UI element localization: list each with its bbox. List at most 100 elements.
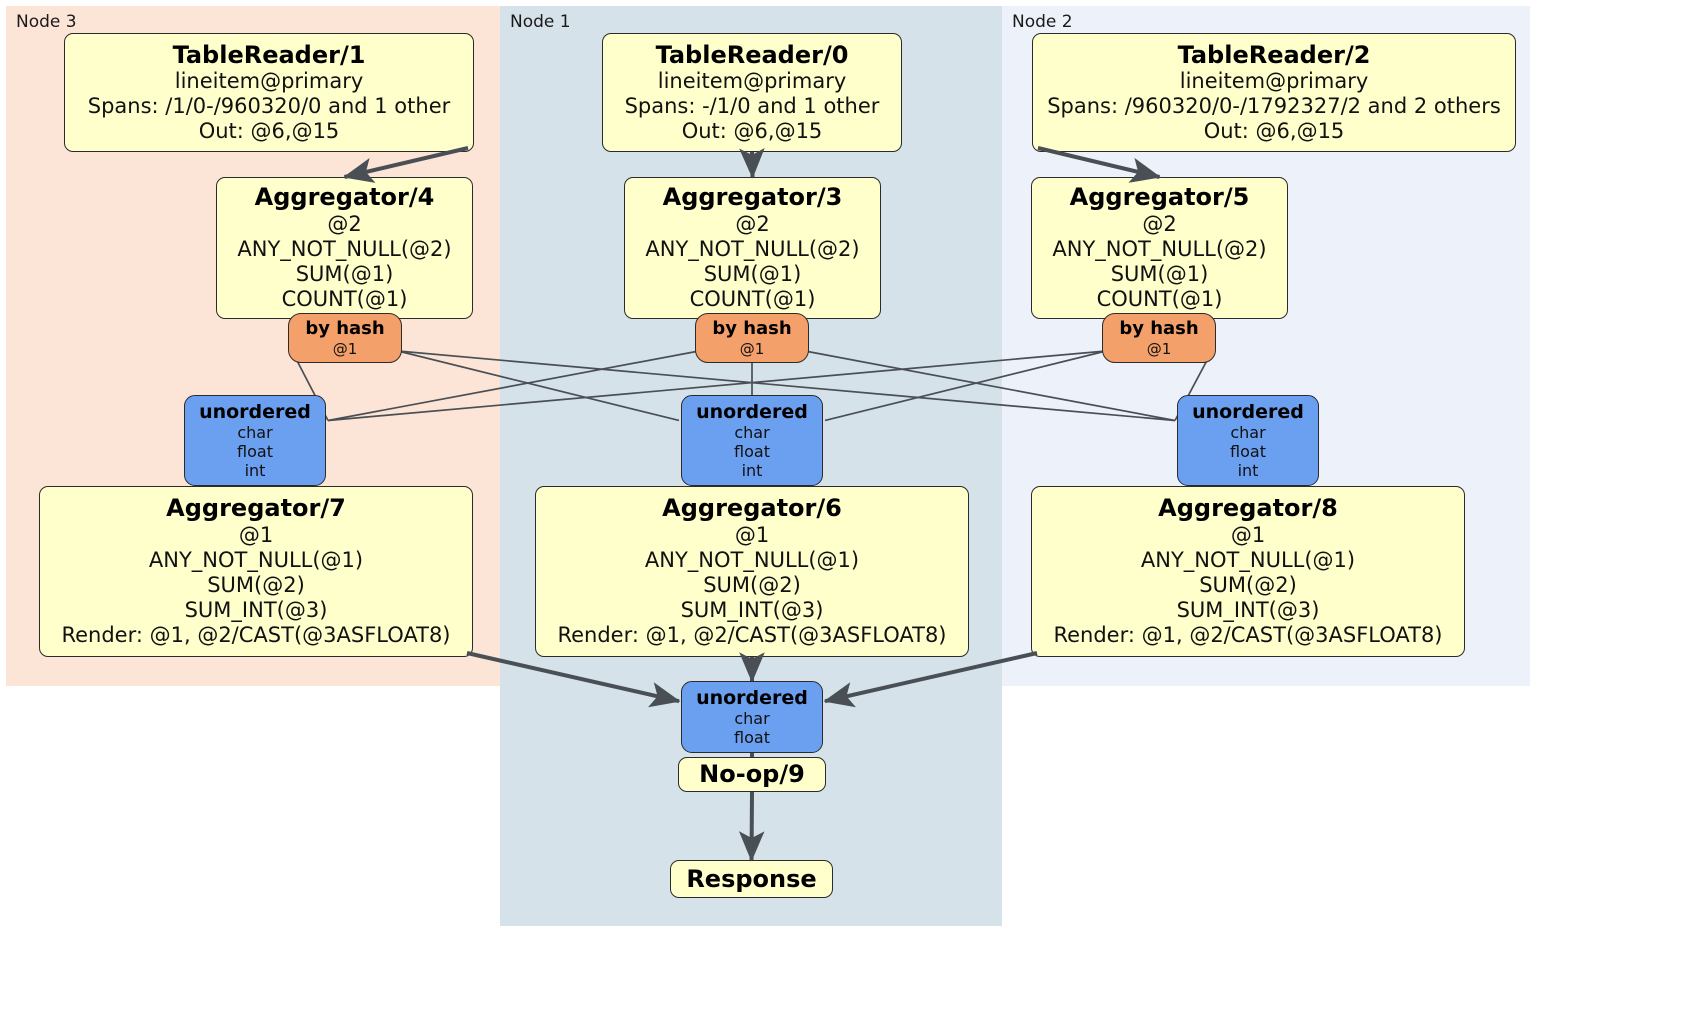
node-panel-label: Node 1 <box>510 12 571 32</box>
plan-node-detail: @1 <box>739 339 765 358</box>
plan-node-detail: float <box>734 728 770 748</box>
plan-node-detail: @1 <box>238 522 274 547</box>
plan-node-detail: Out: @6,@15 <box>1203 119 1345 144</box>
plan-node-detail: float <box>1230 442 1266 462</box>
plan-node-detail: ANY_NOT_NULL(@1) <box>148 547 364 572</box>
plan-node-detail: Render: @1, @2/CAST(@3ASFLOAT8) <box>61 623 451 648</box>
plan-node-detail: @2 <box>735 211 770 236</box>
plan-node-detail: lineitem@primary <box>1179 68 1369 93</box>
plan-node-detail: SUM(@1) <box>295 262 394 287</box>
plan-node-detail: SUM(@1) <box>703 262 802 287</box>
plan-node-detail: float <box>734 442 770 462</box>
plan-node-detail: SUM(@2) <box>1199 573 1297 598</box>
plan-node-detail: SUM_INT(@3) <box>184 598 328 623</box>
edge-hash3-to-un7 <box>327 350 700 422</box>
plan-node-detail: ANY_NOT_NULL(@1) <box>1140 547 1356 572</box>
plan-node-detail: char <box>1230 422 1266 442</box>
plan-node-detail: @2 <box>327 211 362 236</box>
plan-node-detail: SUM(@2) <box>703 573 801 598</box>
edge-agg7-to-unfinal <box>466 651 681 708</box>
plan-node-title: TableReader/1 <box>172 40 366 69</box>
node-panel-label: Node 3 <box>16 12 77 32</box>
plan-node-detail: SUM_INT(@3) <box>680 598 824 623</box>
plan-node-detail: ANY_NOT_NULL(@2) <box>237 236 452 261</box>
plan-node-hash4[interactable]: by hash@1 <box>288 313 402 363</box>
plan-node-detail: char <box>734 422 770 442</box>
plan-node-title: Aggregator/7 <box>166 494 346 523</box>
plan-node-detail: Out: @6,@15 <box>198 119 340 144</box>
plan-node-title: Aggregator/4 <box>254 183 435 212</box>
plan-node-detail: Render: @1, @2/CAST(@3ASFLOAT8) <box>557 623 947 648</box>
plan-node-title: Aggregator/8 <box>1158 494 1338 523</box>
edge-noop9-to-response <box>738 791 765 862</box>
plan-node-title: Aggregator/3 <box>662 183 843 212</box>
edge-agg8-to-unfinal <box>823 651 1038 708</box>
plan-node-detail: @1 <box>734 522 770 547</box>
edge-tr1-to-agg4 <box>342 146 469 183</box>
plan-node-detail: @1 <box>332 339 358 358</box>
plan-node-detail: char <box>734 709 770 729</box>
plan-node-detail: Spans: /960320/0-/1792327/2 and 2 others <box>1047 94 1501 119</box>
plan-node-hash3[interactable]: by hash@1 <box>695 313 809 363</box>
plan-node-detail: ANY_NOT_NULL(@1) <box>644 547 860 572</box>
edge-tr2-to-agg5 <box>1037 146 1162 183</box>
plan-node-detail: lineitem@primary <box>657 68 847 93</box>
plan-node-detail: Render: @1, @2/CAST(@3ASFLOAT8) <box>1053 623 1443 648</box>
plan-node-detail: Spans: /1/0-/960320/0 and 1 other <box>87 94 451 119</box>
plan-node-title: Aggregator/6 <box>662 494 842 523</box>
plan-node-title: unordered <box>696 686 808 709</box>
plan-node-detail: int <box>244 461 266 481</box>
plan-node-title: by hash <box>1119 318 1199 340</box>
plan-node-detail: SUM(@1) <box>1110 262 1209 287</box>
plan-node-detail: int <box>1237 461 1259 481</box>
edge-hash4-to-un6 <box>397 350 680 422</box>
plan-node-title: unordered <box>696 400 808 423</box>
edge-hash3-to-un8 <box>804 350 1176 422</box>
plan-node-title: TableReader/2 <box>1177 40 1371 69</box>
plan-node-detail: int <box>741 461 763 481</box>
plan-node-detail: COUNT(@1) <box>1096 287 1223 312</box>
edge-hash5-to-un7 <box>327 350 1107 422</box>
plan-node-detail: Spans: -/1/0 and 1 other <box>624 94 880 119</box>
plan-node-response[interactable]: Response <box>670 860 833 898</box>
plan-node-detail: float <box>237 442 273 462</box>
plan-node-detail: ANY_NOT_NULL(@2) <box>1052 236 1267 261</box>
plan-node-noop9[interactable]: No-op/9 <box>678 757 826 792</box>
plan-node-detail: char <box>237 422 273 442</box>
plan-node-detail: @1 <box>1230 522 1266 547</box>
plan-node-detail: SUM_INT(@3) <box>1176 598 1320 623</box>
plan-node-hash5[interactable]: by hash@1 <box>1102 313 1216 363</box>
edge-hash4-to-un8 <box>397 350 1176 422</box>
plan-node-title: Aggregator/5 <box>1069 183 1250 212</box>
plan-node-detail: ANY_NOT_NULL(@2) <box>645 236 860 261</box>
plan-node-detail: @1 <box>1146 339 1172 358</box>
plan-node-title: Response <box>686 864 817 893</box>
plan-node-detail: @2 <box>1142 211 1177 236</box>
plan-node-title: TableReader/0 <box>655 40 849 69</box>
plan-node-detail: COUNT(@1) <box>281 287 408 312</box>
plan-node-title: unordered <box>1192 400 1304 423</box>
edge-hash5-to-un6 <box>824 350 1107 422</box>
plan-node-detail: SUM(@2) <box>207 573 305 598</box>
plan-node-title: by hash <box>712 318 792 340</box>
node-panel-label: Node 2 <box>1012 12 1073 32</box>
plan-node-detail: COUNT(@1) <box>689 287 816 312</box>
plan-node-detail: Out: @6,@15 <box>681 119 823 144</box>
plan-node-title: No-op/9 <box>699 760 805 789</box>
plan-node-detail: lineitem@primary <box>174 68 364 93</box>
